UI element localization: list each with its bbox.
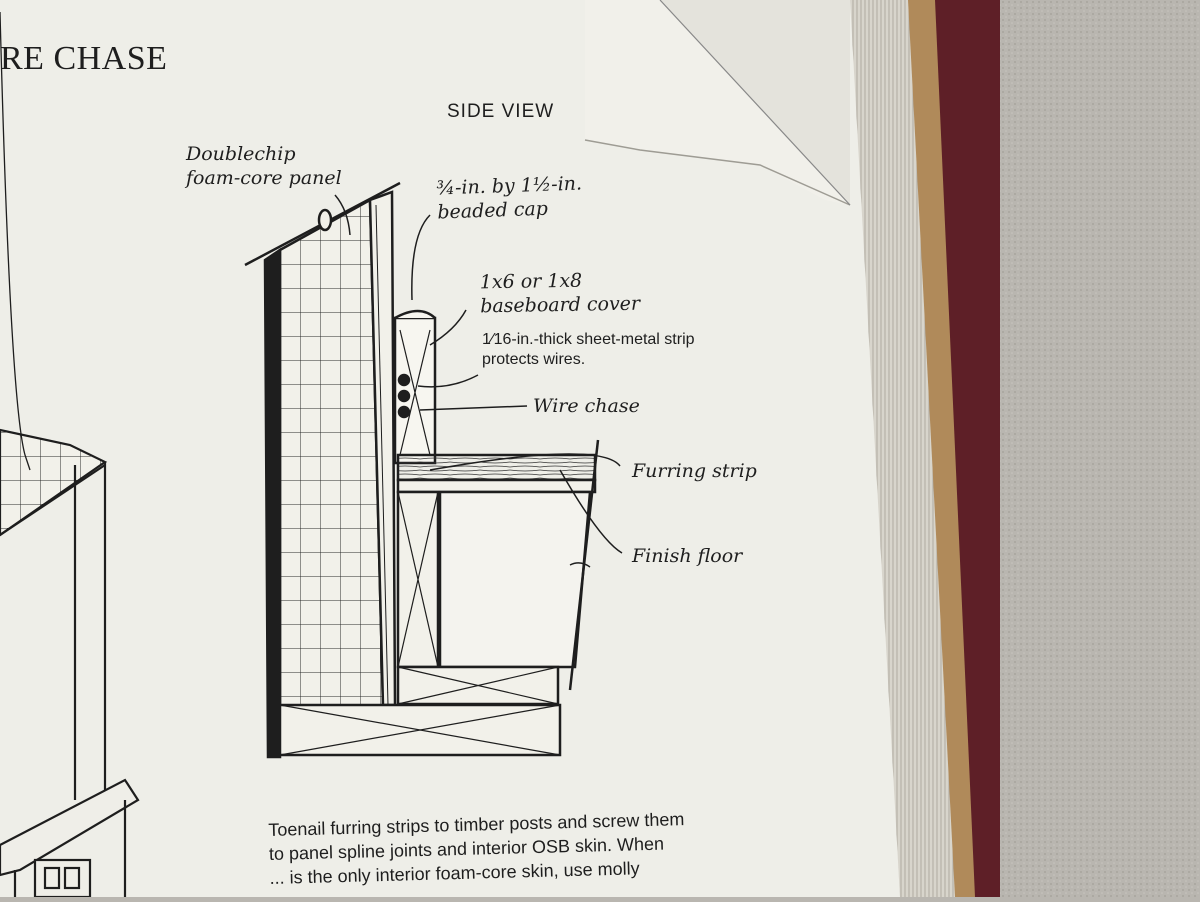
- left-partial-drawing: [0, 11, 140, 899]
- leader-lines: [334, 194, 623, 554]
- body-paragraph: Toenail furring strips to timber posts a…: [268, 807, 686, 890]
- label-wire-chase: Wire chase: [533, 395, 640, 417]
- folded-page-corner: [585, 0, 850, 205]
- label-beaded-cap: ¾-in. by 1½-in. beaded cap: [436, 172, 583, 224]
- finish-floor: [396, 478, 597, 494]
- label-sheet-metal-strip: 1⁄16-in.-thick sheet-metal strip protect…: [482, 331, 695, 368]
- label-finish-floor: Finish floor: [632, 545, 743, 567]
- furring-strip: [396, 453, 597, 482]
- side-view-drawing: [244, 181, 600, 759]
- foam-core-panel: [278, 197, 385, 717]
- section-title: RE CHASE: [0, 40, 168, 77]
- label-furring-strip: Furring strip: [632, 460, 757, 482]
- label-foam-core-panel: Doublechip foam-core panel: [186, 143, 342, 189]
- book-page: [0, 0, 900, 897]
- label-baseboard-cover: 1x6 or 1x8 baseboard cover: [479, 269, 641, 318]
- page-edges: [845, 0, 955, 897]
- view-title: SIDE VIEW: [447, 101, 555, 122]
- book-cover-spine-edge: [905, 0, 975, 897]
